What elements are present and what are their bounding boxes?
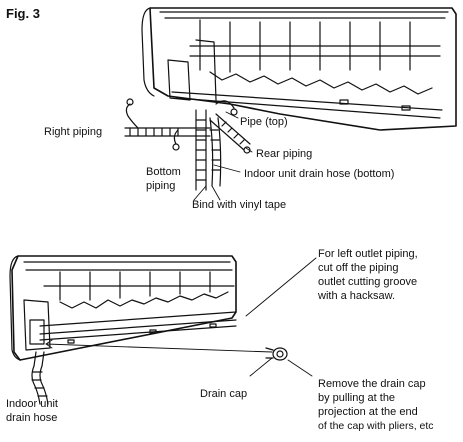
label-left-outlet-2: cut off the piping: [318, 262, 399, 274]
piping-top: [124, 98, 251, 191]
label-bind-vinyl-tape: Bind with vinyl tape: [192, 199, 287, 211]
label-left-outlet-4: with a hacksaw.: [318, 290, 396, 302]
drain-hose-bottom: [31, 351, 49, 405]
indoor-unit-bottom: [9, 255, 273, 361]
label-drain-hose-2: drain hose: [6, 412, 58, 424]
label-remove-cap-1: Remove the drain cap: [318, 378, 426, 390]
label-pipe-top: Pipe (top): [240, 116, 288, 128]
label-remove-cap-4: of the cap with pliers, etc: [318, 420, 434, 432]
label-drain-hose-1: Indoor unit: [6, 398, 58, 410]
label-drain-cap: Drain cap: [200, 388, 248, 400]
label-remove-cap-3: projection at the end: [318, 406, 418, 418]
label-right-piping: Right piping: [44, 126, 103, 138]
label-remove-cap-2: by pulling at the: [318, 392, 396, 404]
label-left-outlet-3: outlet cutting groove: [318, 276, 418, 288]
label-drain-hose-bottom: Indoor unit drain hose (bottom): [244, 168, 395, 180]
drain-cap: [265, 347, 288, 361]
label-left-outlet-1: For left outlet piping,: [318, 248, 418, 260]
label-bottom-piping-2: piping: [146, 180, 176, 192]
indoor-unit-top: [141, 7, 457, 131]
figure-title: Fig. 3: [6, 6, 40, 21]
leader-lines-bottom: [245, 257, 317, 377]
label-bottom-piping-1: Bottom: [146, 166, 181, 178]
label-rear-piping: Rear piping: [256, 148, 313, 160]
leader-lines-top: [193, 111, 253, 201]
